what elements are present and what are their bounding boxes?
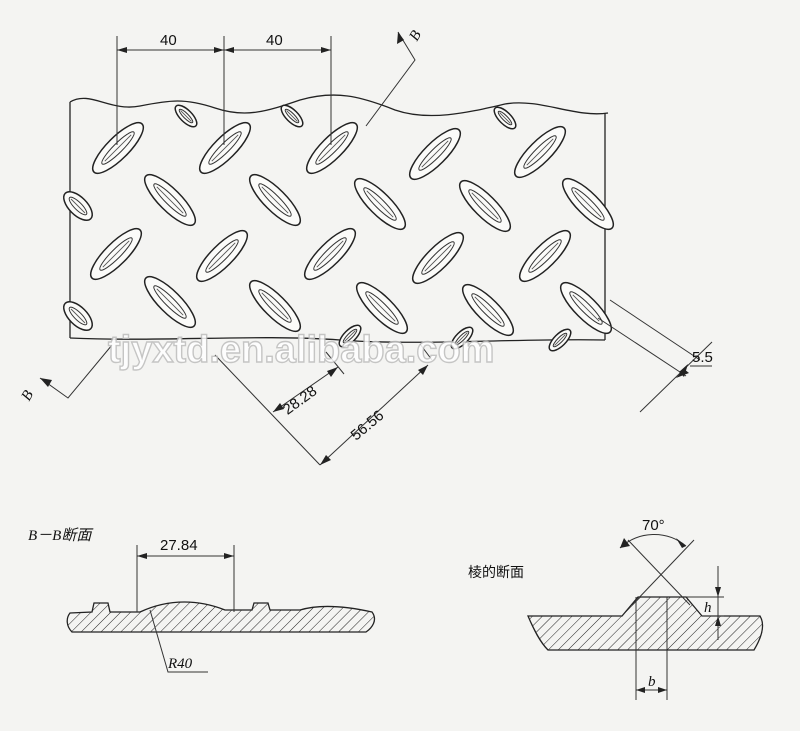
lentil <box>338 324 362 348</box>
section-bb-profile <box>66 601 376 633</box>
lentil <box>91 121 145 175</box>
lentil <box>559 281 613 335</box>
lentil <box>280 104 304 128</box>
lentil <box>548 328 572 352</box>
lentil <box>493 106 517 130</box>
lentil <box>513 125 567 179</box>
diag-label-small: 28.28 <box>280 383 320 419</box>
lentil <box>143 275 197 329</box>
lentil <box>458 179 512 233</box>
section-letter-bottom: B <box>19 388 37 404</box>
lentil <box>450 326 474 350</box>
lentil <box>353 177 407 231</box>
section-bb-width-label: 27.84 <box>160 537 198 554</box>
lentil <box>561 177 615 231</box>
lentil <box>355 281 409 335</box>
lentil-pattern <box>63 104 615 352</box>
lentil <box>63 301 93 331</box>
section-letter-top: B <box>406 28 424 44</box>
lentil <box>89 227 143 281</box>
section-ridge: 棱的断面 70° h b <box>468 517 764 700</box>
lentil <box>198 121 252 175</box>
pitch-dimension: 40 40 <box>116 32 332 145</box>
pitch-label-1: 40 <box>160 32 177 49</box>
lentil <box>63 191 93 221</box>
lentil <box>195 229 249 283</box>
section-marker-bottom: B <box>19 344 113 404</box>
lentil <box>248 173 302 227</box>
thickness-label: 5.5 <box>692 349 713 366</box>
ridge-angle-label: 70° <box>642 517 665 534</box>
watermark: tjyxtd.en.alibaba.com <box>108 329 494 371</box>
diag-label-large: 56.56 <box>348 407 388 444</box>
thickness-dimension: 5.5 <box>597 299 713 413</box>
lentil <box>408 127 462 181</box>
lentil <box>248 279 302 333</box>
section-bb: B－B断面 27.84 R40 <box>28 527 376 673</box>
lentil <box>461 283 515 337</box>
section-ridge-title: 棱的断面 <box>468 565 524 581</box>
lentil <box>411 231 465 285</box>
section-ridge-profile <box>527 596 764 651</box>
lentil <box>174 104 198 128</box>
pitch-label-2: 40 <box>266 32 283 49</box>
lentil <box>305 121 359 175</box>
section-bb-radius-label: R40 <box>167 656 193 672</box>
lentil <box>518 229 572 283</box>
section-bb-title-text: B－B断面 <box>28 527 94 544</box>
section-bb-title: B－B断面 <box>28 527 94 544</box>
lentil <box>143 173 197 227</box>
section-marker-top: B <box>365 28 425 127</box>
ridge-base-label: b <box>648 674 656 690</box>
ridge-height-label: h <box>704 600 712 616</box>
lentil <box>303 227 357 281</box>
